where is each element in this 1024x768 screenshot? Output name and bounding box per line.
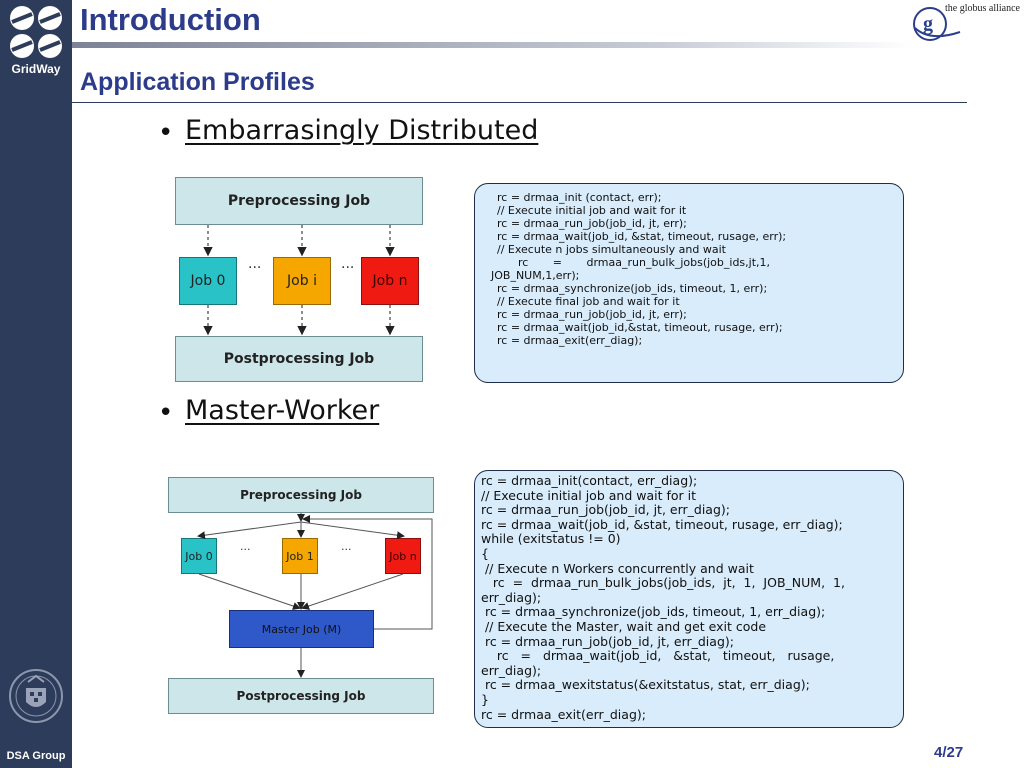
- preprocessing-job-box-2: Preprocessing Job: [168, 477, 434, 513]
- job-n-box-2: Job n: [385, 538, 421, 574]
- code-line: rc = drmaa_wait(job_id,&stat, timeout, r…: [497, 321, 783, 334]
- code-line: {: [481, 545, 489, 561]
- code-line: // Execute final job and wait for it: [497, 295, 680, 308]
- code-line: // Execute initial job and wait for it: [497, 204, 687, 217]
- code-line: while (exitstatus != 0): [481, 531, 621, 547]
- job-1-box-2: Job 1: [282, 538, 318, 574]
- ellipsis-2b: ...: [341, 540, 352, 553]
- globus-logo-icon: g: [913, 7, 961, 41]
- code-line: }: [481, 691, 489, 707]
- subtitle-divider: [72, 102, 967, 103]
- title-divider: [72, 42, 912, 48]
- code-line: rc = drmaa_run_job(job_id, jt, err_diag)…: [481, 633, 734, 649]
- slide-subtitle: Application Profiles: [80, 68, 315, 96]
- page-number: 4/27: [934, 744, 964, 761]
- master-job-box: Master Job (M): [229, 610, 374, 648]
- gridway-logo-text: GridWay: [11, 62, 61, 76]
- code-block-1: rc = drmaa_init (contact, err);// Execut…: [474, 183, 904, 383]
- code-line: rc = drmaa_wait(job_id, &stat, timeout, …: [481, 516, 843, 532]
- globus-alliance-label: the globus alliance: [945, 3, 1020, 14]
- section-heading-master-worker: Master-Worker: [185, 395, 380, 426]
- dsa-group-label: DSA Group: [6, 750, 66, 762]
- ellipsis-1a: ...: [248, 256, 262, 272]
- preprocessing-job-box-1: Preprocessing Job: [175, 177, 423, 225]
- code-line: rc = drmaa_exit(err_diag);: [481, 706, 646, 722]
- university-seal-icon: [9, 669, 63, 723]
- code-line: rc = drmaa_exit(err_diag);: [497, 334, 643, 347]
- job-0-box-1: Job 0: [179, 257, 237, 305]
- bullet-2: •: [158, 398, 174, 428]
- code-line: // Execute n Workers concurrently and wa…: [481, 560, 754, 576]
- code-line: rc = drmaa_run_job(job_id, jt, err_diag)…: [481, 502, 730, 518]
- job-i-box-1: Job i: [273, 257, 331, 305]
- job-n-box-1: Job n: [361, 257, 419, 305]
- postprocessing-job-box-2: Postprocessing Job: [168, 678, 434, 714]
- code-line: err_diag);: [481, 589, 542, 605]
- gridway-logo-icon: [10, 6, 62, 58]
- code-line: rc = drmaa_init (contact, err);: [497, 191, 662, 204]
- ellipsis-2a: ...: [240, 540, 251, 553]
- ellipsis-1b: ...: [341, 256, 355, 272]
- code-line: rc = drmaa_run_job(job_id, jt, err);: [497, 217, 687, 230]
- postprocessing-job-box-1: Postprocessing Job: [175, 336, 423, 382]
- slide-title: Introduction: [80, 2, 261, 37]
- code-line: rc = drmaa_synchronize(job_ids, timeout,…: [497, 282, 768, 295]
- code-line: // Execute n jobs simultaneously and wai…: [497, 243, 726, 256]
- code-line: rc = drmaa_run_job(job_id, jt, err);: [497, 308, 687, 321]
- code-line: // Execute the Master, wait and get exit…: [481, 618, 767, 634]
- section-heading-embarrassingly: Embarrasingly Distributed: [185, 115, 539, 146]
- code-line: JOB_NUM,1,err);: [491, 269, 580, 282]
- code-line: // Execute initial job and wait for it: [481, 487, 696, 503]
- code-line: rc = drmaa_synchronize(job_ids, timeout,…: [481, 604, 826, 620]
- code-block-2: rc = drmaa_init(contact, err_diag);// Ex…: [474, 470, 904, 728]
- code-line: rc = drmaa_wait(job_id, &stat, timeout, …: [481, 648, 835, 664]
- code-line: rc = drmaa_run_bulk_jobs(job_ids, jt, 1,…: [481, 575, 845, 591]
- bullet-1: •: [158, 118, 174, 148]
- code-line: err_diag);: [481, 662, 542, 678]
- code-line: rc = drmaa_init(contact, err_diag);: [481, 473, 698, 488]
- job-0-box-2: Job 0: [181, 538, 217, 574]
- code-line: rc = drmaa_wexitstatus(&exitstatus, stat…: [481, 677, 810, 693]
- globus-mark: g: [923, 13, 933, 35]
- sidebar: GridWay DSA Group: [0, 0, 72, 768]
- code-line: rc = drmaa_run_bulk_jobs(job_ids,jt,1,: [497, 256, 771, 269]
- code-line: rc = drmaa_wait(job_id, &stat, timeout, …: [497, 230, 787, 243]
